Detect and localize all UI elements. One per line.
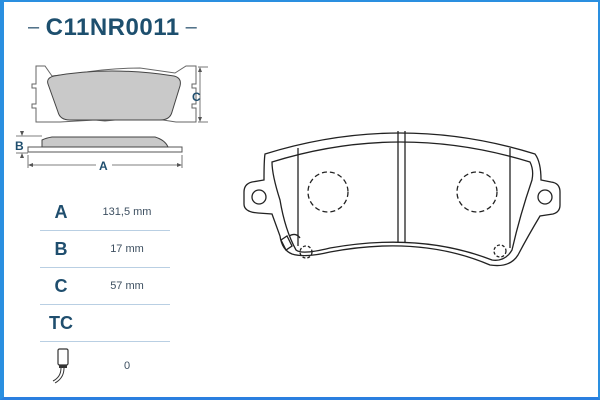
spec-label: C [54,275,68,296]
spec-value: 0 [123,360,131,372]
spec-value: 131,5 mm [102,206,152,218]
spec-value: 17 mm [110,243,144,255]
spec-row-tc: TC [40,305,170,342]
part-number: C11NR0011 [45,14,180,41]
page-title: –C11NR0011– [22,14,203,42]
spec-row-wear-sensor: 0 [40,342,170,390]
spec-row-a: A 131,5 mm [40,194,170,231]
spec-row-b: B 17 mm [40,231,170,268]
dimension-a-line [27,155,183,168]
wear-sensor-icon [52,348,69,384]
title-dash-left: – [28,16,40,38]
spec-label [40,342,82,390]
spec-label: B [54,238,68,259]
dimension-c-label: C [192,90,201,104]
dimension-b-line [16,131,42,158]
dimension-a-label: A [99,159,108,173]
spec-row-c: C 57 mm [40,268,170,305]
title-dash-right: – [185,16,198,38]
spec-value: 57 mm [110,280,144,292]
spec-label: TC [49,312,73,333]
dimension-c-line [198,66,208,123]
dimension-b-label: B [15,139,24,153]
brake-pad-front-view [243,131,561,267]
specs-table: A 131,5 mm B 17 mm C 57 mm TC 0 [40,194,170,390]
spec-label: A [54,201,68,222]
spec-value [84,305,170,341]
